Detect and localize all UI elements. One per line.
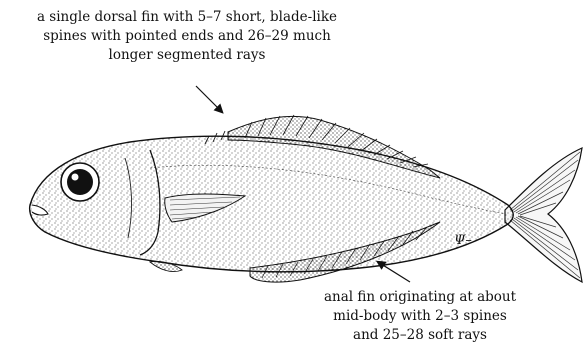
anal-fin-annotation: anal fin originating at about mid-body w… xyxy=(260,288,580,345)
fish-eye xyxy=(61,163,99,201)
dorsal-annotation-line: a single dorsal fin with 5–7 short, blad… xyxy=(2,8,372,27)
anal-pointer-arrow xyxy=(378,262,410,282)
anal-annotation-line: anal fin originating at about xyxy=(260,288,580,307)
dorsal-annotation-line: spines with pointed ends and 26–29 much xyxy=(2,27,372,46)
anal-annotation-line: and 25–28 soft rays xyxy=(260,326,580,345)
caudal-fin xyxy=(505,148,582,282)
dorsal-fin-annotation: a single dorsal fin with 5–7 short, blad… xyxy=(2,8,372,65)
dorsal-pointer-arrow xyxy=(196,86,222,112)
anal-annotation-line: mid-body with 2–3 spines xyxy=(260,307,580,326)
artist-mark: Ψ– xyxy=(454,233,472,248)
dorsal-annotation-line: longer segmented rays xyxy=(2,46,372,65)
fish-body xyxy=(30,136,514,272)
